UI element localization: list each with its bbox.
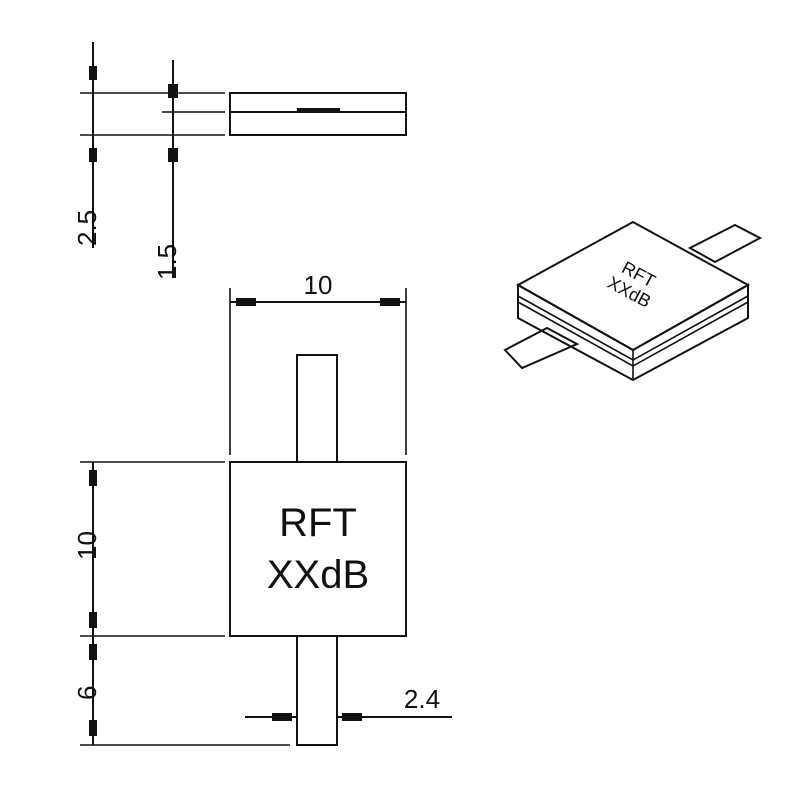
dim-label-1-5: 1.5 bbox=[152, 244, 182, 280]
arrow-icon bbox=[89, 66, 97, 80]
marking-line-1: RFT bbox=[279, 501, 357, 545]
arrow-icon bbox=[168, 148, 178, 162]
arrow-icon bbox=[168, 84, 178, 98]
arrow-icon bbox=[272, 713, 292, 721]
dim-label-tab-length: 6 bbox=[72, 686, 102, 700]
arrow-icon bbox=[89, 612, 97, 628]
top-view: RFT XXdB 10 10 6 2.4 bbox=[72, 270, 452, 746]
isometric-view: RFT XXdB bbox=[503, 220, 763, 382]
dim-label-2-5: 2.5 bbox=[72, 210, 102, 246]
dim-label-length: 10 bbox=[72, 531, 102, 560]
arrow-icon bbox=[380, 298, 400, 306]
package-body bbox=[229, 461, 407, 637]
marking-line-2: XXdB bbox=[267, 553, 369, 597]
iso-left-tab bbox=[503, 326, 580, 370]
arrow-icon bbox=[236, 298, 256, 306]
arrow-icon bbox=[89, 470, 97, 486]
bottom-tab bbox=[296, 635, 338, 746]
arrow-icon bbox=[89, 720, 97, 736]
side-view: 2.5 1.5 bbox=[72, 42, 407, 280]
dim-label-width: 10 bbox=[304, 270, 333, 300]
top-tab bbox=[296, 354, 338, 463]
arrow-icon bbox=[89, 644, 97, 660]
arrow-icon bbox=[89, 148, 97, 162]
iso-right-tab bbox=[687, 223, 763, 264]
iso-top-face bbox=[515, 220, 751, 352]
dim-label-tab-width: 2.4 bbox=[404, 684, 440, 714]
arrow-icon bbox=[342, 713, 362, 721]
side-body-outline bbox=[229, 92, 407, 136]
